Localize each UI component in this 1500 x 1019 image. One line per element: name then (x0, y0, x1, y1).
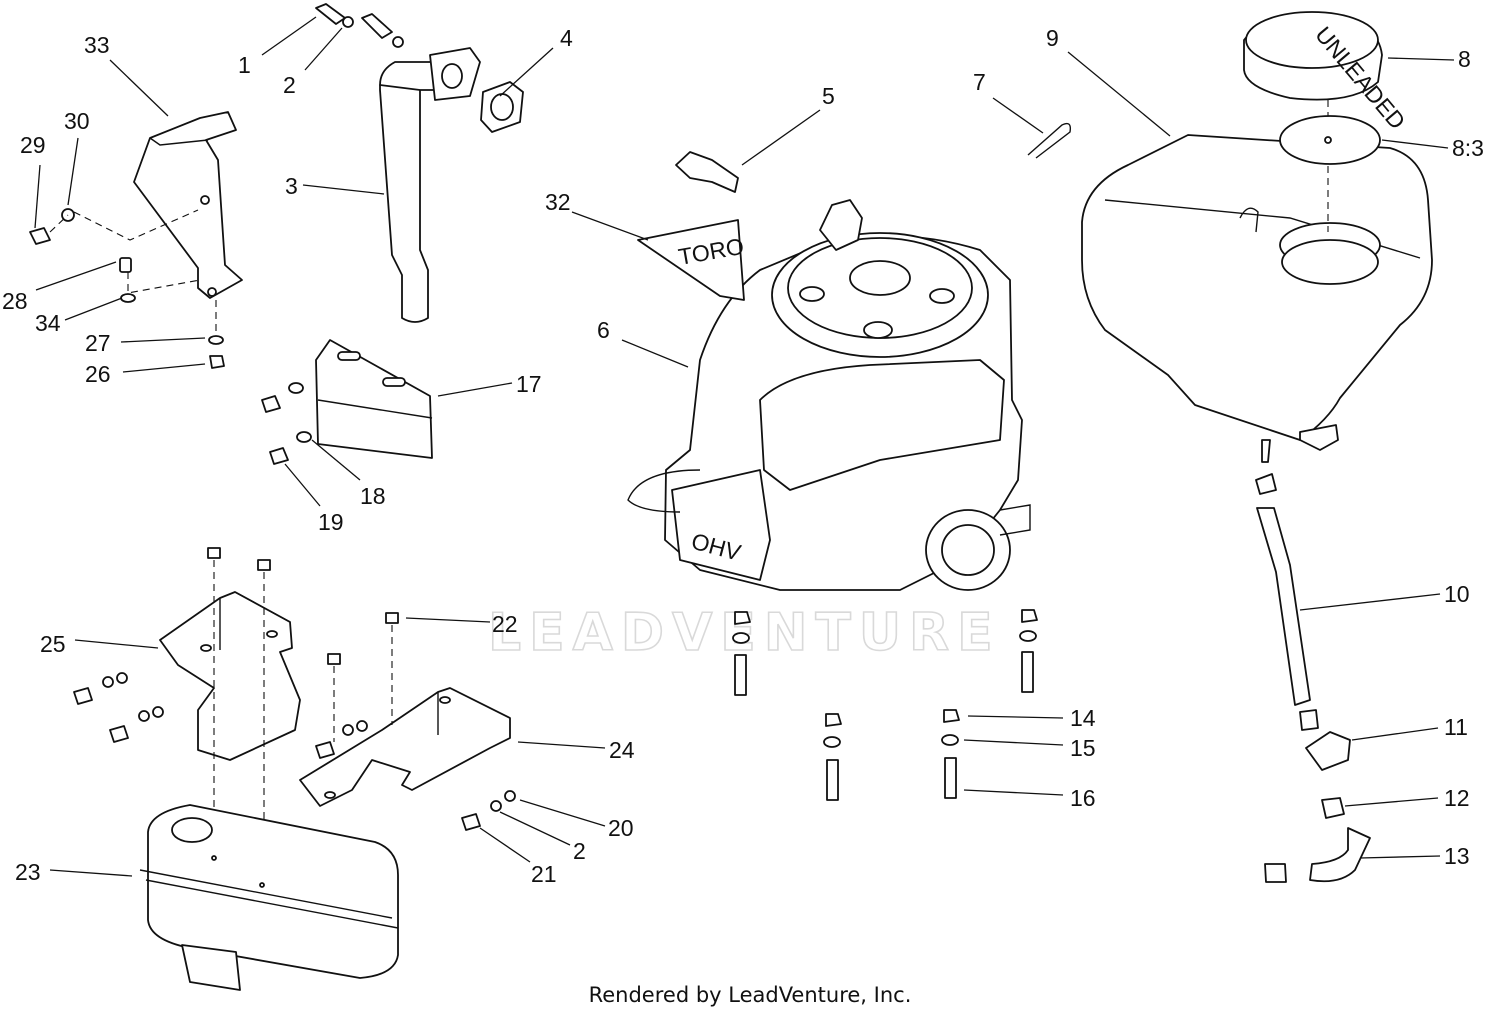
callout-8-3: 8:3 (1452, 135, 1484, 161)
callout-34: 34 (35, 310, 61, 336)
heat-shield-part (133, 111, 243, 299)
callout-12: 12 (1444, 785, 1470, 811)
callout-16: 16 (1070, 785, 1096, 811)
gasket-part (480, 81, 524, 133)
muffler-bracket-left (159, 591, 301, 761)
callout-3: 3 (285, 173, 298, 199)
callout-15: 15 (1070, 735, 1096, 761)
rendered-by-credit: Rendered by LeadVenture, Inc. (588, 983, 912, 1007)
exhaust-pipe-part (379, 47, 481, 323)
callout-10: 10 (1444, 581, 1470, 607)
decal-part: TORO (637, 219, 746, 301)
callout-22: 22 (492, 611, 518, 637)
callout-19: 19 (318, 509, 344, 535)
fuel-tank-part (1081, 134, 1433, 463)
callout-9: 9 (1046, 25, 1059, 51)
callout-18: 18 (360, 483, 386, 509)
callout-8: 8 (1458, 46, 1471, 72)
callout-4: 4 (560, 25, 573, 51)
callout-21: 21 (531, 861, 557, 887)
callout-32: 32 (545, 189, 571, 215)
callout-13: 13 (1444, 843, 1470, 869)
callout-2: 2 (283, 72, 296, 98)
callout-28: 28 (2, 288, 28, 314)
callout-7: 7 (973, 69, 986, 95)
pin-part (1027, 122, 1072, 159)
engine-part: OHV (627, 199, 1031, 591)
callout-11: 11 (1444, 714, 1468, 740)
callout-2b: 2 (573, 838, 586, 864)
muffler-part (139, 804, 399, 991)
callout-1: 1 (238, 52, 251, 78)
leader-lines (34, 16, 1455, 877)
cap-seal-part (1279, 115, 1381, 165)
callout-5: 5 (822, 83, 835, 109)
callout-labels: 1 2 3 4 5 6 7 8 8:3 9 10 11 12 13 14 15 … (2, 25, 1484, 887)
bracket-part (315, 339, 433, 459)
callout-27: 27 (85, 330, 111, 356)
plate-bolts (73, 547, 516, 831)
callout-33: 33 (84, 32, 110, 58)
muffler-bracket-right (299, 687, 511, 807)
fuel-line-part (1255, 473, 1371, 883)
callout-14: 14 (1070, 705, 1096, 731)
engine-bolts (732, 609, 1038, 801)
sensor-part (675, 151, 739, 193)
callout-26: 26 (85, 361, 111, 387)
callout-24: 24 (609, 737, 635, 763)
callout-6: 6 (597, 317, 610, 343)
callout-23: 23 (15, 859, 41, 885)
callout-30: 30 (64, 108, 90, 134)
callout-17: 17 (516, 371, 542, 397)
bracket-hardware (261, 382, 312, 465)
callout-29: 29 (20, 132, 46, 158)
exhaust-bolts (315, 3, 404, 48)
callout-25: 25 (40, 631, 66, 657)
callout-20: 20 (608, 815, 634, 841)
